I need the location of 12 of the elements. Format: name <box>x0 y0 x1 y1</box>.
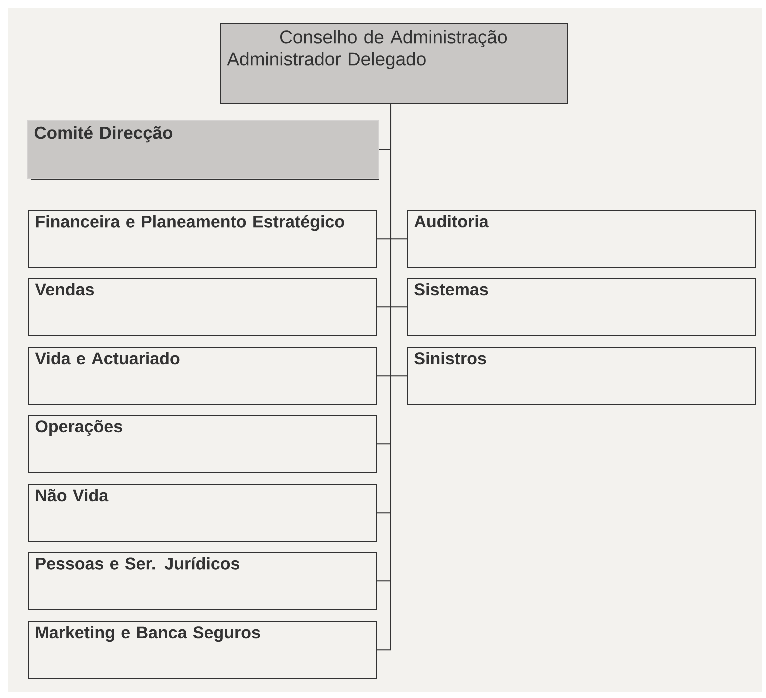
committee-box: Comité Direcção <box>27 120 380 180</box>
department-box: Financeira e Planeamento Estratégico <box>28 210 378 268</box>
department-box: Pessoas e Ser. Jurídicos <box>28 552 378 610</box>
department-box: Sinistros <box>407 347 756 406</box>
department-box: Auditoria <box>407 210 756 268</box>
department-box: Vendas <box>28 278 378 336</box>
department-box: Marketing e Banca Seguros <box>28 621 378 680</box>
department-box: Não Vida <box>28 484 378 542</box>
department-box: Vida e Actuariado <box>28 347 378 406</box>
department-box: Operações <box>28 415 378 474</box>
board-box: Conselho de Administração Administrador Delegado <box>220 23 568 104</box>
department-box: Sistemas <box>407 278 756 336</box>
